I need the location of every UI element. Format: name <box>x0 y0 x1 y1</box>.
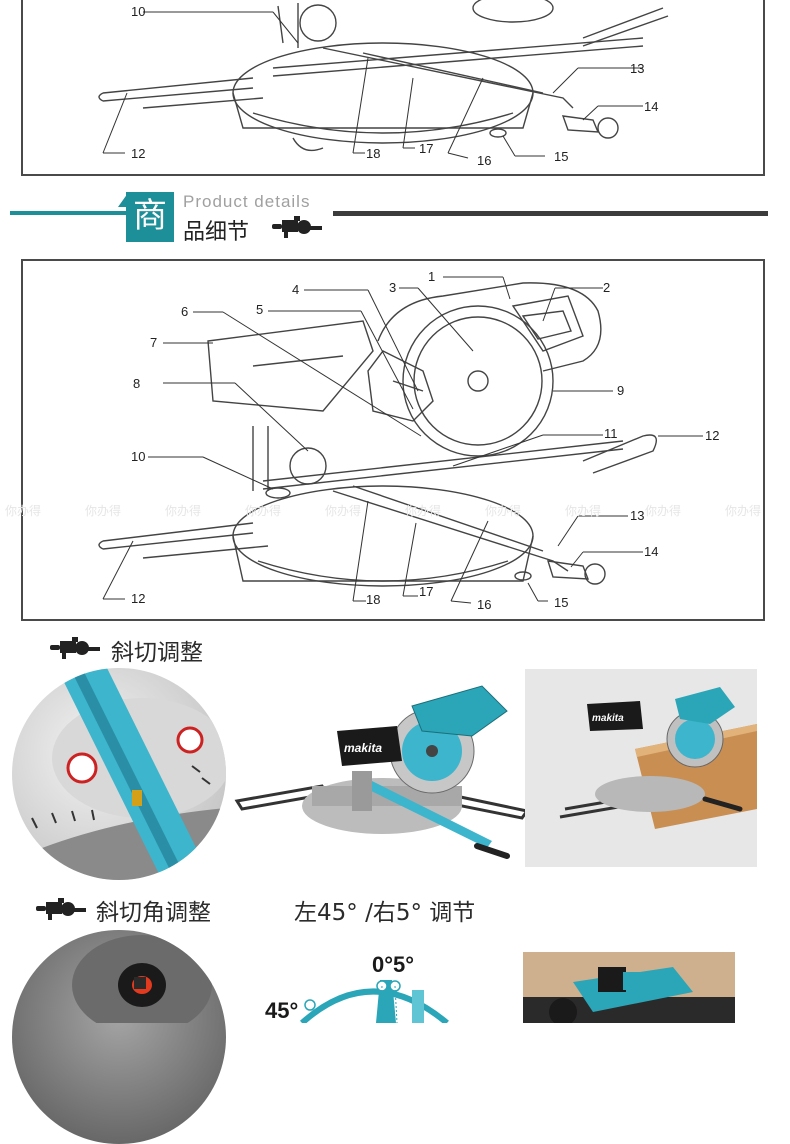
watermark: 你办得 <box>85 504 122 518</box>
miter-closeup-photo <box>12 668 226 880</box>
callout-18: 18 <box>366 146 381 161</box>
callout-17: 17 <box>419 584 434 599</box>
callout-16: 16 <box>477 153 492 168</box>
callout-8: 8 <box>133 376 141 391</box>
badge-corner <box>118 193 128 207</box>
watermark: 你办得 <box>405 504 442 518</box>
section-badge: 商 <box>126 192 174 242</box>
callout-16: 16 <box>477 597 492 612</box>
callout-18: 18 <box>366 592 381 607</box>
callout-17: 17 <box>419 141 434 156</box>
watermark: 你办得 <box>325 504 362 518</box>
watermark: 你办得 <box>245 504 282 518</box>
callout-3: 3 <box>389 280 397 295</box>
callout-13: 13 <box>630 61 645 76</box>
callout-9: 9 <box>617 383 625 398</box>
feature-2-caption: 左45° /右5° 调节 <box>294 900 476 926</box>
callout-12: 12 <box>131 146 146 161</box>
callout-10: 10 <box>131 449 146 464</box>
angle-label-top: 0°5° <box>372 952 415 977</box>
section-title-english: Product details <box>183 192 311 211</box>
bevel-closeup-photo <box>12 930 226 1144</box>
callout-7: 7 <box>150 335 158 350</box>
header-rule-left <box>10 211 128 215</box>
saw-icon <box>50 637 100 659</box>
makita-logo: makita <box>344 741 382 755</box>
saw-icon <box>36 898 86 920</box>
watermark: 你办得 <box>485 504 522 518</box>
callout-12b: 12 <box>131 591 146 606</box>
callout-15: 15 <box>554 149 569 164</box>
watermark: 你办得 <box>565 504 602 518</box>
main-diagram-panel: 1 2 3 4 5 6 7 8 9 10 11 12 12 13 14 15 1… <box>21 259 765 621</box>
section-title-chinese: 品细节 <box>183 220 250 245</box>
feature-2-title: 斜切角调整 <box>96 900 211 926</box>
watermark: 你办得 <box>725 504 762 518</box>
feature-1-title: 斜切调整 <box>111 640 203 666</box>
callout-12: 12 <box>705 428 720 443</box>
bevel-adjust-photo <box>523 952 735 1023</box>
callout-14: 14 <box>644 544 659 559</box>
callout-1: 1 <box>428 269 436 284</box>
callout-6: 6 <box>181 304 189 319</box>
callout-13: 13 <box>630 508 645 523</box>
watermark: 你办得 <box>5 504 42 518</box>
main-saw-drawing <box>98 276 703 604</box>
top-diagram-panel: 10 12 13 14 15 16 17 18 <box>21 0 765 176</box>
watermark: 你办得 <box>645 504 682 518</box>
bevel-angle-diagram: 0°5° 45° <box>262 950 462 1023</box>
callout-14: 14 <box>644 99 659 114</box>
callout-2: 2 <box>603 280 611 295</box>
callout-15: 15 <box>554 595 569 610</box>
callout-4: 4 <box>292 282 300 297</box>
saw-product-photo: makita <box>232 676 532 868</box>
watermark: 你办得 <box>165 504 202 518</box>
angle-label-left: 45° <box>265 998 299 1023</box>
makita-logo: makita <box>592 713 624 724</box>
header-rule-right <box>333 211 768 216</box>
saw-icon <box>272 216 322 238</box>
callout-11: 11 <box>604 426 618 441</box>
callout-5: 5 <box>256 302 264 317</box>
top-saw-drawing <box>98 0 669 159</box>
saw-on-wood-photo: makita <box>525 669 757 867</box>
callout-10: 10 <box>131 4 146 19</box>
